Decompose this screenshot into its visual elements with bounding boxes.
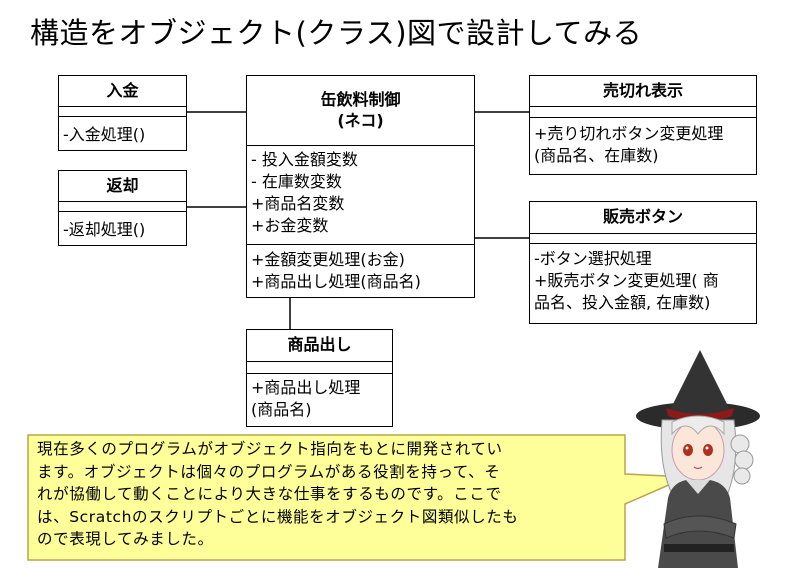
- attribute-section: [530, 107, 756, 118]
- hair-curl: [734, 450, 754, 470]
- class-main-can-drink-control: 缶飲料制御 (ネコ) - 投入金額変数 - 在庫数変数 +商品名変数 +お金変数…: [246, 75, 475, 298]
- operation-section: -ボタン選択処理 +販売ボタン変更処理( 商 品名、投入金額, 在庫数): [530, 244, 756, 314]
- class-name: 缶飲料制御 (ネコ): [247, 76, 474, 146]
- speech-bubble: [27, 434, 688, 561]
- callout-text: 現在多くのプログラムがオブジェクト指向をもとに開発されてい ます。オブジェクトは…: [37, 438, 622, 551]
- operation-item: -入金処理(): [63, 125, 146, 144]
- operation-item: +商品出し処理: [251, 378, 361, 397]
- hat-cone: [668, 350, 732, 414]
- right-eye: [703, 444, 713, 456]
- attribute-section: [59, 107, 186, 117]
- hair-curl: [730, 434, 750, 454]
- class-hanbai-button: 販売ボタン -ボタン選択処理 +販売ボタン変更処理( 商 品名、投入金額, 在庫…: [529, 201, 757, 324]
- operation-item: +商品出し処理(商品名): [251, 272, 421, 291]
- attribute-item: - 在庫数変数: [251, 172, 342, 191]
- operation-section: -入金処理(): [59, 117, 186, 146]
- speech-bubble-shape: [27, 434, 688, 561]
- operation-item: (商品名): [251, 400, 312, 419]
- attribute-section: [247, 362, 392, 374]
- attribute-section: [530, 234, 756, 244]
- belt: [664, 544, 734, 552]
- class-name-line2: (ネコ): [337, 110, 384, 130]
- slide-title: 構造をオブジェクト(クラス)図で設計してみる: [30, 16, 643, 50]
- callout-line: 現在多くのプログラムがオブジェクト指向をもとに開発されてい: [37, 440, 503, 458]
- left-eye: [683, 444, 693, 456]
- operation-item: -ボタン選択処理: [534, 249, 652, 268]
- attribute-item: +お金変数: [251, 216, 329, 235]
- attribute-item: +商品名変数: [251, 194, 345, 213]
- witch-character-illustration: [636, 350, 760, 568]
- bangs: [671, 415, 725, 436]
- crossed-arms: [663, 515, 737, 539]
- class-name: 返却: [59, 171, 186, 202]
- class-shohindashi: 商品出し +商品出し処理 (商品名): [246, 329, 393, 427]
- operation-item: -返却処理(): [63, 220, 146, 239]
- operation-section: +金額変更処理(お金) +商品出し処理(商品名): [247, 245, 474, 293]
- operation-section: +商品出し処理 (商品名): [247, 374, 392, 421]
- mouth: [693, 466, 703, 470]
- operation-item: 品名、投入金額, 在庫数): [534, 293, 711, 312]
- class-urikire: 売切れ表示 +売り切れボタン変更処理 (商品名、在庫数): [529, 75, 757, 175]
- operation-section: -返却処理(): [59, 212, 186, 241]
- callout-line: ので表現してみました。: [37, 530, 214, 548]
- callout-line: は、Scratchのスクリプトごとに機能をオブジェクト図類似したも: [37, 507, 519, 526]
- callout-line: ます。オブジェクトは個々のプログラムがある役割を持って、そ: [37, 462, 501, 481]
- operation-section: +売り切れボタン変更処理 (商品名、在庫数): [530, 118, 756, 167]
- operation-item: (商品名、在庫数): [534, 146, 659, 165]
- attribute-section: - 投入金額変数 - 在庫数変数 +商品名変数 +お金変数: [247, 146, 474, 245]
- collar: [686, 480, 710, 494]
- hair-curl: [733, 467, 751, 485]
- class-name: 商品出し: [247, 330, 392, 362]
- class-name: 入金: [59, 76, 186, 107]
- class-nyukin: 入金 -入金処理(): [58, 75, 187, 151]
- attribute-item: - 投入金額変数: [251, 150, 358, 169]
- class-name-line1: 缶飲料制御: [320, 89, 401, 109]
- operation-item: +金額変更処理(お金): [251, 250, 405, 269]
- class-name: 販売ボタン: [530, 202, 756, 234]
- class-name: 売切れ表示: [530, 76, 756, 107]
- operation-item: +売り切れボタン変更処理: [534, 124, 724, 143]
- callout-line: れが協働して動くことにより大きな仕事をするものです。ここで: [37, 485, 502, 503]
- class-henkyaku: 返却 -返却処理(): [58, 170, 187, 246]
- attribute-section: [59, 202, 186, 212]
- operation-item: +販売ボタン変更処理( 商: [534, 271, 719, 290]
